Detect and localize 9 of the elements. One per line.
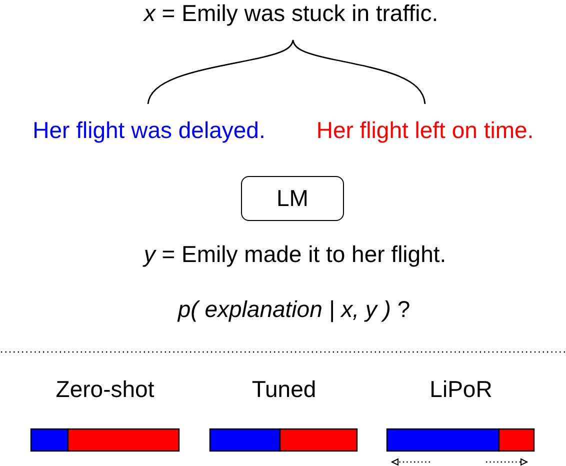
explanation-text: Her flight was delayed. xyxy=(32,117,266,144)
method-label: Tuned xyxy=(252,376,316,403)
premise-text: x = Emily was stuck in traffic. xyxy=(144,0,438,27)
observation-text: y = Emily made it to her flight. xyxy=(144,241,446,268)
method-label: LiPoR xyxy=(430,376,492,403)
probability-formula: p( explanation | x, y ) ? xyxy=(178,296,410,323)
explanation-text: Her flight left on time. xyxy=(316,117,534,144)
method-label: Zero-shot xyxy=(56,376,154,403)
model-box: LM xyxy=(241,176,344,221)
